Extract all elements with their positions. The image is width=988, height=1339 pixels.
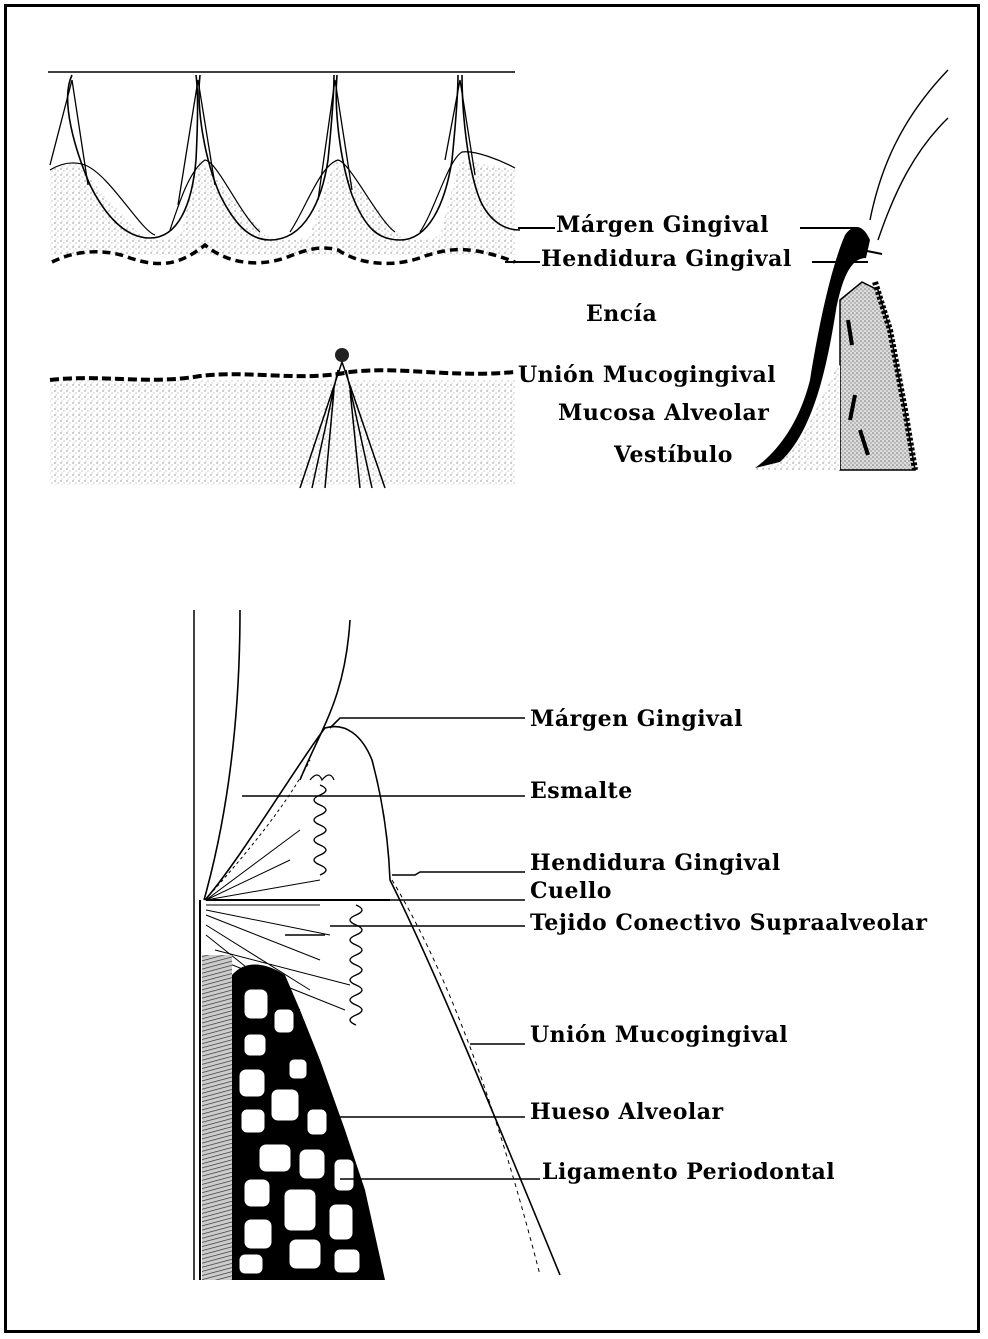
- label-hendidura-gingival-bottom: Hendidura Gingival: [530, 852, 781, 874]
- label-hueso-alveolar: Hueso Alveolar: [530, 1101, 724, 1123]
- label-union-mucogingival-bottom: Unión Mucogingival: [530, 1024, 788, 1046]
- label-mucosa-alveolar: Mucosa Alveolar: [558, 402, 769, 424]
- label-cuello: Cuello: [530, 880, 612, 902]
- label-margen-gingival-top: Márgen Gingival: [556, 214, 769, 236]
- label-esmalte: Esmalte: [530, 780, 633, 802]
- label-vestibulo: Vestíbulo: [614, 444, 733, 466]
- label-union-mucogingival-top: Unión Mucogingival: [518, 364, 776, 386]
- label-ligamento-periodontal: Ligamento Periodontal: [542, 1161, 835, 1183]
- label-encia: Encía: [586, 303, 657, 325]
- label-tejido-conectivo-supraalveolar: Tejido Conectivo Supraalveolar: [530, 912, 927, 934]
- label-hendidura-gingival-top: Hendidura Gingival: [541, 248, 792, 270]
- label-margen-gingival-bottom: Márgen Gingival: [530, 708, 743, 730]
- front-view-gingiva: [48, 72, 520, 488]
